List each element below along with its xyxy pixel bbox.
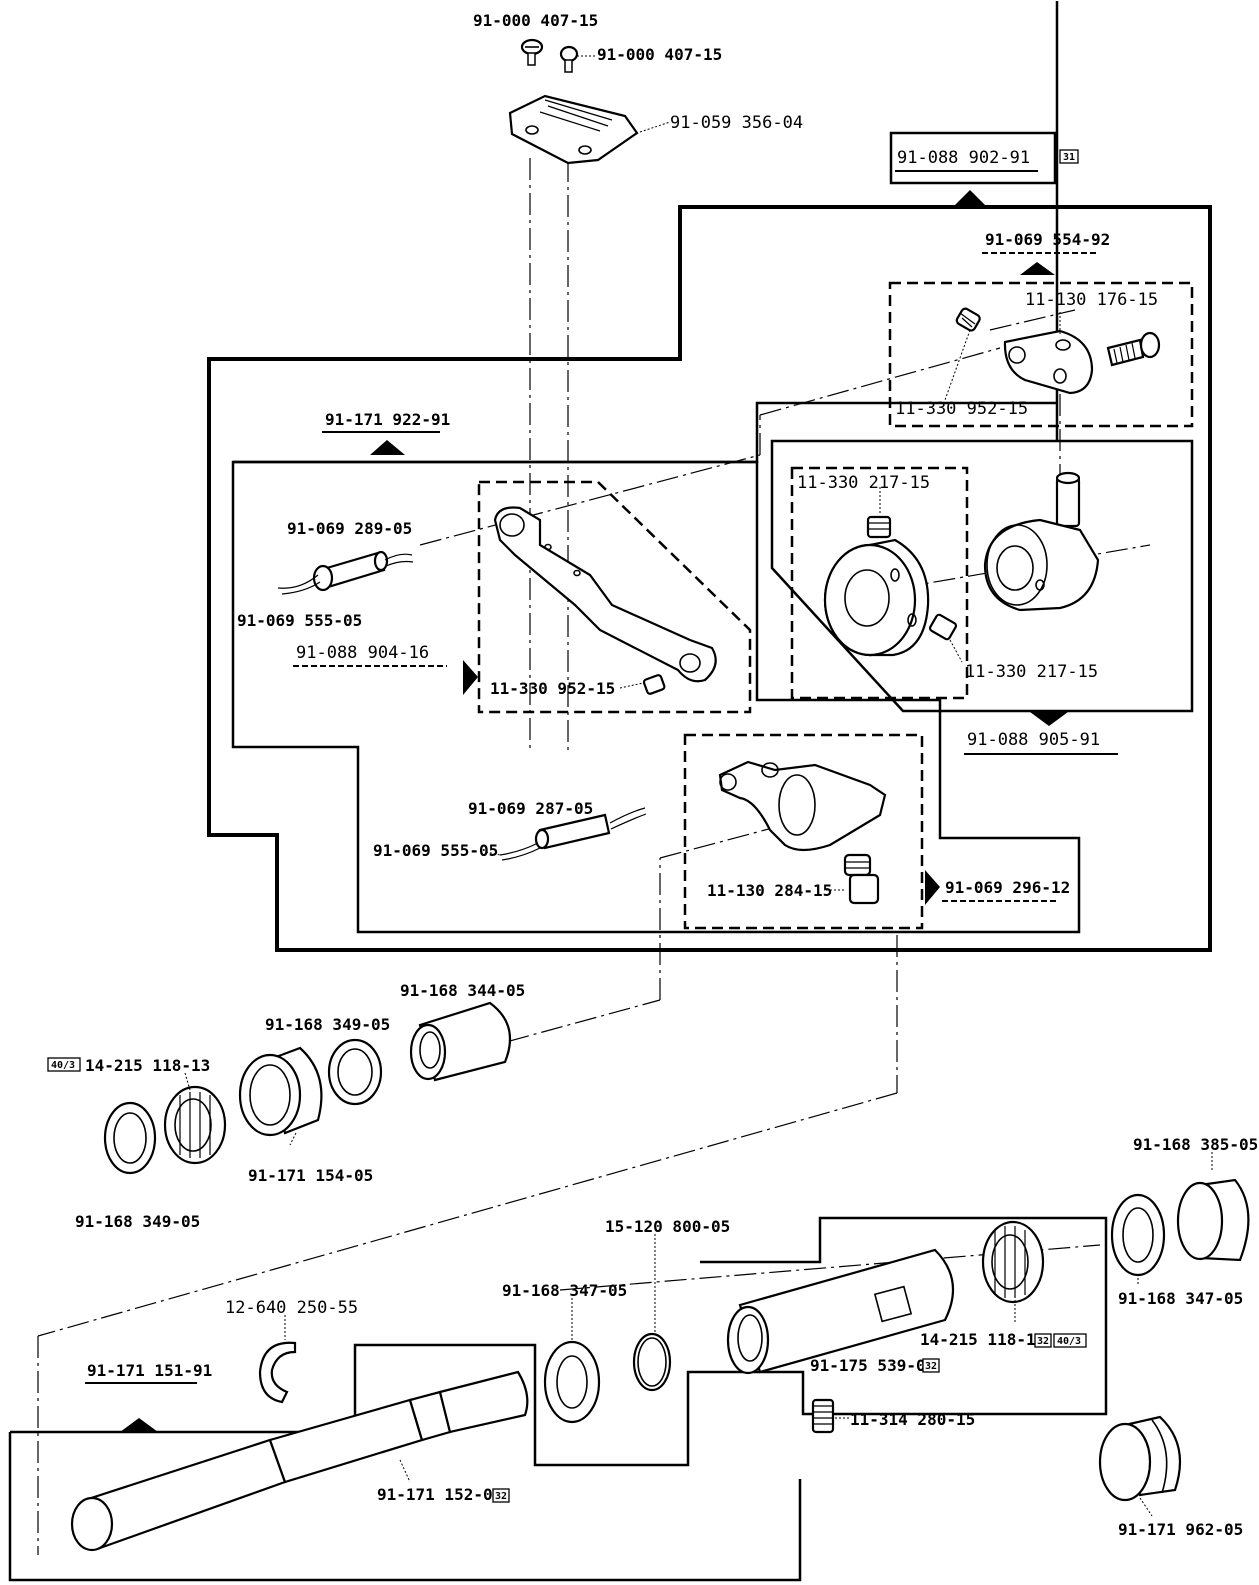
- screw-top-right-part: [559, 45, 579, 73]
- leaders: [184, 55, 1213, 1517]
- clamp-part: [1003, 329, 1094, 395]
- eccentric-dashed-box: [790, 466, 969, 700]
- label-bearing-lower: 14-215 118-13: [920, 1330, 1045, 1349]
- label-group-shaft: 91-171 151-91: [87, 1361, 212, 1380]
- crank-wick-part: [499, 807, 647, 861]
- label-group-lever-sub: 91-088 904-16: [296, 643, 429, 663]
- plug-962-part: [1098, 1415, 1182, 1502]
- crank-dashed-box: [683, 733, 924, 930]
- label-ring-347-right: 91-168 347-05: [1118, 1289, 1243, 1308]
- labels: 91-000 407-15 91-000 407-15 91-059 356-0…: [47, 11, 1258, 1539]
- clamp-screw-part: [1106, 331, 1161, 367]
- badge-shaft: 32: [495, 1491, 507, 1502]
- snap-ring-part: [632, 1332, 672, 1392]
- set-screw-lower-part: [811, 1398, 835, 1434]
- label-ring-347-mid: 91-168 347-05: [502, 1281, 627, 1300]
- group-markers: [120, 190, 1068, 1432]
- sleeve-part: [726, 1248, 955, 1375]
- clamp-set-screw-part: [955, 307, 981, 332]
- label-snap-ring: 15-120 800-05: [605, 1217, 730, 1236]
- label-sleeve: 91-175 539-05: [810, 1356, 935, 1375]
- label-shaft: 91-171 152-05: [377, 1485, 502, 1504]
- label-ring-349-top: 91-168 349-05: [265, 1015, 390, 1034]
- throat-plate-part: [508, 94, 639, 165]
- label-clamp-screw: 11-130 176-15: [1025, 290, 1158, 310]
- ring-349-bottom-part: [103, 1101, 157, 1175]
- crank-part: [718, 760, 887, 852]
- lever-wick-part: [277, 553, 414, 595]
- main-assembly-frame: [207, 205, 1212, 952]
- crank-wick-holder-part: [534, 813, 611, 850]
- label-ring-349-bottom: 91-168 349-05: [75, 1212, 200, 1231]
- badge-bearing-lower-2: 40/3: [1057, 1336, 1081, 1347]
- group-main-box: [889, 131, 1057, 185]
- label-eccentric-screw-bottom: 11-330 217-15: [965, 662, 1098, 682]
- label-eccentric-screw-top: 11-330 217-15: [797, 473, 930, 493]
- label-group-lever: 91-171 922-91: [325, 410, 450, 429]
- label-screw-top-right: 91-000 407-15: [597, 45, 722, 64]
- center-lines: [37, 158, 1151, 1555]
- label-plug-385: 91-168 385-05: [1133, 1135, 1258, 1154]
- label-group-eccentric: 91-088 905-91: [967, 730, 1100, 750]
- bearing-lower-part: [981, 1220, 1045, 1304]
- bush-344-part: [409, 1001, 512, 1082]
- label-throat-plate: 91-059 356-04: [670, 113, 803, 133]
- label-group-clamp: 91-069 554-92: [985, 230, 1110, 249]
- plug-385-part: [1176, 1178, 1250, 1262]
- label-crank-screw: 11-130 284-15: [707, 881, 832, 900]
- label-lever-set-screw: 11-330 952-15: [490, 679, 615, 698]
- eccentric-screw-top-part: [866, 515, 892, 539]
- lever-set-screw-part: [642, 674, 666, 695]
- label-bush-344: 91-168 344-05: [400, 981, 525, 1000]
- ring-347-mid-part: [543, 1340, 601, 1424]
- lever-wick-holder-part: [312, 550, 389, 592]
- label-lever-wick: 91-069 555-05: [237, 611, 362, 630]
- label-crank-wick-holder: 91-069 287-05: [468, 799, 593, 818]
- label-crank-wick: 91-069 555-05: [373, 841, 498, 860]
- bush-154-part: [238, 1046, 323, 1137]
- sub-frame-inner: [231, 460, 1081, 934]
- group-frames: [8, 1, 1212, 1582]
- badge-group-main: 31: [1063, 152, 1075, 163]
- eccentric-collar-part: [823, 538, 930, 657]
- badge-bearing-upper: 40/3: [51, 1060, 75, 1071]
- label-group-crank: 91-069 296-12: [945, 878, 1070, 897]
- badge-sleeve: 32: [925, 1361, 937, 1372]
- circlip-part: [258, 1341, 297, 1404]
- label-plug-962: 91-171 962-05: [1118, 1520, 1243, 1539]
- label-clamp-set-screw: 11-330 952-15: [895, 399, 1028, 419]
- lever-part: [493, 506, 717, 683]
- badge-bearing-lower-1: 32: [1037, 1336, 1049, 1347]
- pin-part: [1055, 471, 1081, 528]
- lever-group-frame: [233, 1, 1059, 464]
- lever-dashed-box: [477, 480, 752, 714]
- label-lever-wick-holder: 91-069 289-05: [287, 519, 412, 538]
- screw-top-left-part: [520, 38, 544, 66]
- shaft-group-frame-lower: [8, 1432, 802, 1582]
- eccentric-group-frame: [770, 439, 1194, 713]
- crank-screw-part: [843, 853, 880, 905]
- clamp-dashed-box: [888, 281, 1194, 428]
- ring-347-right-part: [1110, 1193, 1166, 1277]
- label-bush-154: 91-171 154-05: [248, 1166, 373, 1185]
- label-group-main: 91-088 902-91: [897, 148, 1030, 168]
- ring-349-top-part: [327, 1038, 383, 1106]
- eccentric-screw-bottom-part: [928, 613, 958, 641]
- bearing-upper-part: [163, 1085, 227, 1165]
- label-screw-top-left: 91-000 407-15: [473, 11, 598, 30]
- label-bearing-upper: 14-215 118-13: [85, 1056, 210, 1075]
- eccentric-cam-part: [983, 518, 1100, 612]
- label-set-screw-lower: 11-314 280-15: [850, 1410, 975, 1429]
- label-circlip: 12-640 250-55: [225, 1298, 358, 1318]
- shaft-part: [70, 1370, 529, 1552]
